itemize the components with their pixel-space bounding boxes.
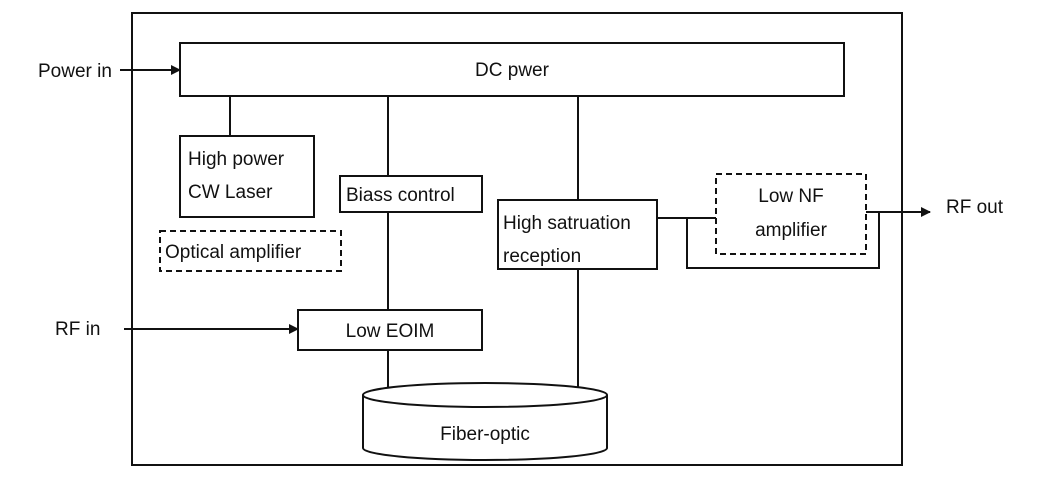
dc-power-block [179,42,845,97]
dc-power-label: DC pwer [475,60,550,81]
low-nf-amplifier-block [715,173,867,255]
cw-laser-label-line1: High power [188,149,285,170]
optical-amplifier-block [159,230,342,272]
cw-laser-block [179,135,315,218]
rf-in-label: RF in [55,319,100,340]
power-in-label: Power in [38,61,112,82]
optical-amplifier-label: Optical amplifier [165,242,302,263]
bias-control-label: Biass control [346,185,455,206]
fiber-optic-spool [362,382,608,461]
cw-laser-label-line2: CW Laser [188,182,273,203]
modulator-label: Low EOIM [346,321,435,342]
receiver-label-line2: reception [503,246,581,267]
bias-control-block [339,175,483,213]
low-nf-amplifier-label-line2: amplifier [755,220,827,241]
modulator-block [297,309,483,351]
fiber-optic-label: Fiber-optic [440,424,530,445]
receiver-label-line1: High satruation [503,213,631,234]
wire-lna-loop [686,212,880,269]
system-enclosure [131,12,903,466]
rf-out-label: RF out [946,197,1004,218]
low-nf-amplifier-label-line1: Low NF [758,186,823,207]
receiver-block [497,199,658,270]
